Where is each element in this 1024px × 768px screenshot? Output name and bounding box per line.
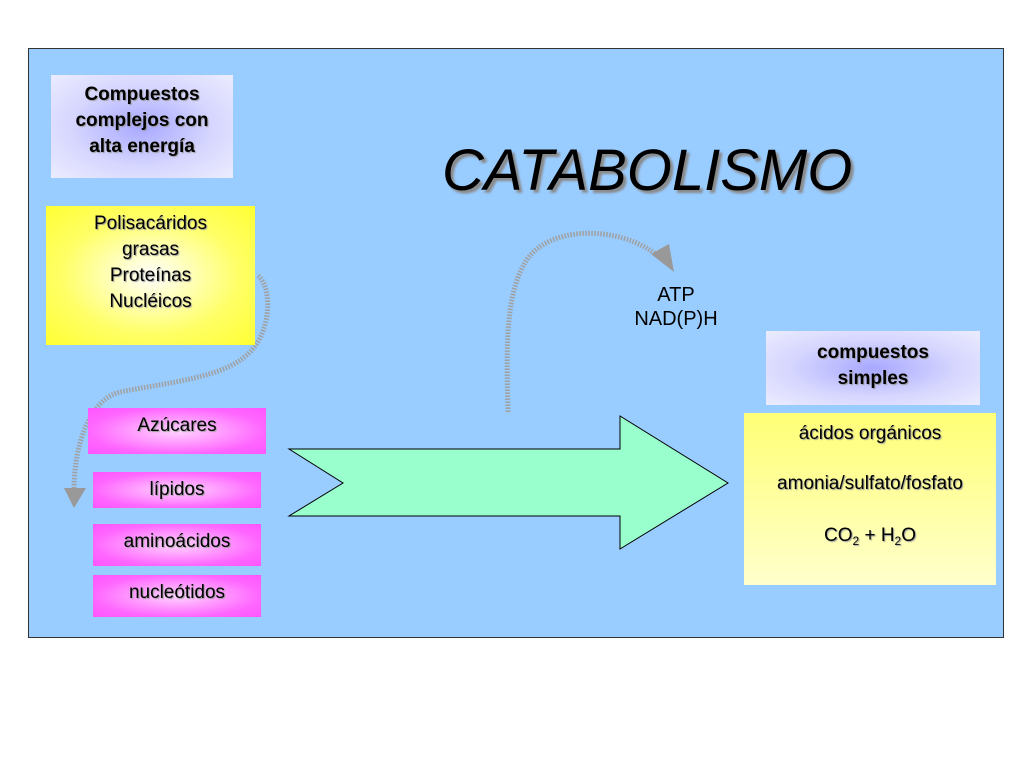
energy-label: NAD(P)H xyxy=(634,308,718,330)
formula-subscript: 2 xyxy=(852,534,860,548)
list-item: amonia/sulfato/fosfato xyxy=(777,473,963,494)
formula-subscript: 2 xyxy=(894,534,902,548)
monomer-box-aminoacids: aminoácidos xyxy=(93,524,261,566)
list-item: ácidos orgánicos xyxy=(798,423,942,444)
monomer-box-lipids: lípidos xyxy=(93,472,261,508)
energy-label: ATP xyxy=(657,284,695,306)
energy-products: ATP NAD(P)H xyxy=(606,283,746,331)
list-item: CO2 + H2O xyxy=(744,523,996,549)
complex-compounds-header: Compuestos complejos con alta energía xyxy=(51,75,233,178)
header-line: Compuestos xyxy=(84,84,200,105)
monomer-box-sugars: Azúcares xyxy=(88,408,266,454)
diagram-title: CATABOLISMO xyxy=(442,138,853,203)
simple-compounds-header: compuestos simples xyxy=(766,331,980,405)
simple-compounds-list: ácidos orgánicos amonia/sulfato/fosfato … xyxy=(744,413,996,585)
list-item: grasas xyxy=(121,239,180,260)
header-line: complejos con xyxy=(75,110,209,131)
monomer-label: nucleótidos xyxy=(128,582,226,603)
monomer-label: aminoácidos xyxy=(123,531,231,552)
monomer-box-nucleotides: nucleótidos xyxy=(93,575,261,617)
monomer-label: Azúcares xyxy=(137,415,217,436)
header-line: alta energía xyxy=(89,136,195,157)
complex-compounds-list: Polisacáridos grasas Proteínas Nucléicos xyxy=(46,206,255,345)
monomer-label: lípidos xyxy=(149,479,205,500)
formula-part: + H xyxy=(859,525,895,546)
formula-part: O xyxy=(901,525,917,546)
list-item: Polisacáridos xyxy=(94,213,207,234)
header-line: compuestos xyxy=(817,342,929,363)
formula-part: CO xyxy=(823,525,853,546)
list-item: Nucléicos xyxy=(109,291,192,312)
list-item: Proteínas xyxy=(109,265,192,286)
header-line: simples xyxy=(837,368,909,389)
